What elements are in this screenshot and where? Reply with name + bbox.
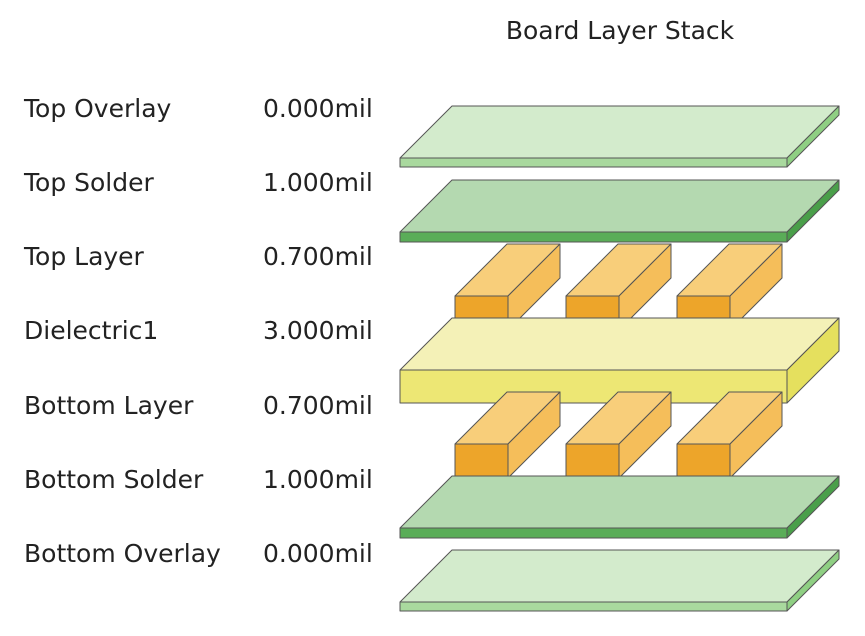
layer-name-bottom-solder: Bottom Solder	[24, 465, 204, 494]
bottom-overlay-plate-front-face	[399, 601, 788, 612]
bottom-solder-plate-top-face	[399, 475, 840, 529]
layer-name-dielectric1: Dielectric1	[24, 316, 159, 345]
diagram-title: Board Layer Stack	[505, 16, 735, 45]
layer-name-top-overlay: Top Overlay	[24, 94, 172, 123]
top-solder-plate-top-face	[399, 179, 840, 233]
layer-name-bottom-layer: Bottom Layer	[24, 391, 194, 420]
layer-thickness-top-overlay: 0.000mil	[263, 94, 373, 123]
layer-thickness-dielectric1: 3.000mil	[263, 316, 373, 345]
layer-name-top-layer: Top Layer	[24, 242, 144, 271]
top-overlay-plate-front-face	[399, 157, 788, 168]
bottom-layer-trace-1-front-face	[454, 443, 509, 479]
bottom-layer-trace-2-front-face	[565, 443, 620, 479]
bottom-overlay-plate-top-face	[399, 549, 840, 603]
layer-name-bottom-overlay: Bottom Overlay	[24, 539, 221, 568]
dielectric1-slab-top-face	[399, 317, 840, 371]
top-overlay-plate-top-face	[399, 105, 840, 159]
layer-thickness-bottom-overlay: 0.000mil	[263, 539, 373, 568]
layer-thickness-top-solder: 1.000mil	[263, 168, 373, 197]
top-solder-plate-front-face	[399, 231, 788, 243]
dielectric1-slab-front-face	[399, 369, 788, 404]
bottom-layer-trace-3-front-face	[676, 443, 731, 479]
bottom-solder-plate-front-face	[399, 527, 788, 539]
layer-thickness-bottom-solder: 1.000mil	[263, 465, 373, 494]
layer-thickness-top-layer: 0.700mil	[263, 242, 373, 271]
layer-name-top-solder: Top Solder	[24, 168, 154, 197]
layer-thickness-bottom-layer: 0.700mil	[263, 391, 373, 420]
